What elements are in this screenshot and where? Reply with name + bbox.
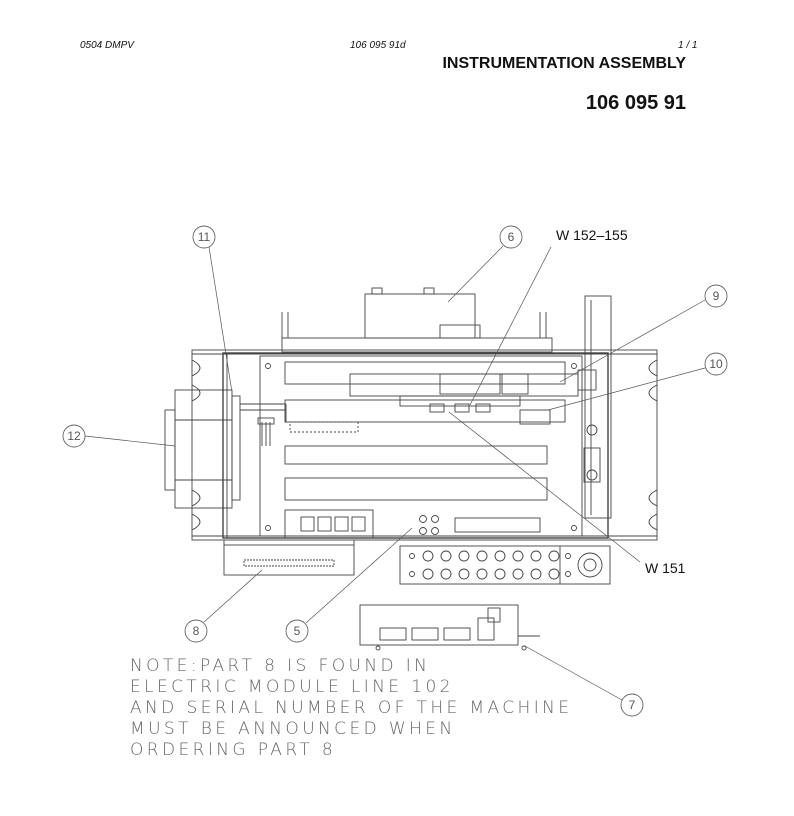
lower-pcb <box>359 604 540 651</box>
circuit-board <box>240 355 583 539</box>
page-indicator: 1 / 1 <box>678 40 698 51</box>
callout-7: 7 <box>629 698 636 712</box>
left-fan <box>164 389 241 509</box>
callout-5: 5 <box>294 624 301 638</box>
callout-numbers: 11 6 9 10 12 8 5 7 <box>67 230 723 712</box>
note-line-2: ELECTRIC MODULE LINE 102 <box>130 677 454 697</box>
note-line-5: ORDERING PART 8 <box>130 740 337 760</box>
note-line-4: MUST BE ANNOUNCED WHEN <box>130 719 456 739</box>
bottom-connector <box>223 540 355 576</box>
inner-frame <box>222 352 609 539</box>
note-line-3: AND SERIAL NUMBER OF THE MACHINE <box>130 698 573 718</box>
page-title: INSTRUMENTATION ASSEMBLY <box>442 55 686 72</box>
part-number: 106 095 91 <box>585 92 686 114</box>
side-bracket <box>577 295 612 519</box>
top-connector <box>281 287 553 353</box>
file-reference: 106 095 91d <box>350 40 406 51</box>
wire-label-w152-155: W 152–155 <box>556 227 628 243</box>
callout-8: 8 <box>193 624 200 638</box>
wire-label-w151: W 151 <box>645 560 686 576</box>
callout-6: 6 <box>508 230 515 244</box>
leader-lines <box>84 245 706 701</box>
callout-10: 10 <box>709 357 723 371</box>
document-code: 0504 DMPV <box>80 40 134 51</box>
note-line-1: NOTE:PART 8 IS FOUND IN <box>130 656 431 676</box>
callout-9: 9 <box>713 289 720 303</box>
callout-12: 12 <box>67 429 81 443</box>
terminal-block <box>399 545 611 585</box>
callout-markers <box>62 225 728 717</box>
callout-11: 11 <box>198 230 211 244</box>
